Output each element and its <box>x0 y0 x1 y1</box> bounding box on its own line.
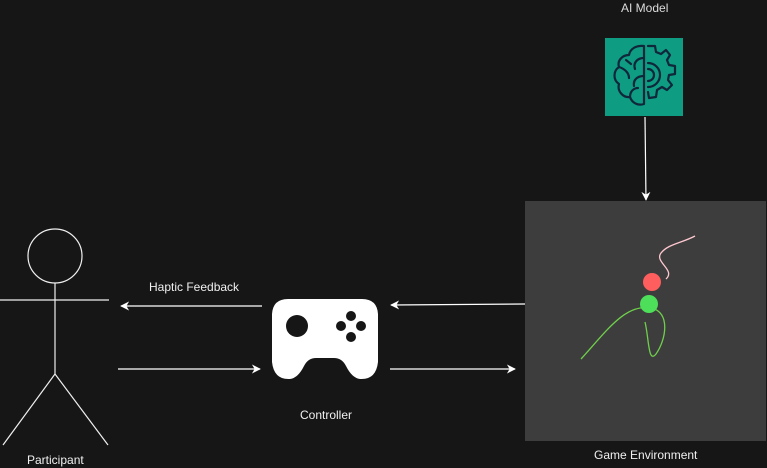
arrow-game-to-controller <box>390 300 526 310</box>
stick-figure-icon <box>0 228 109 446</box>
controller-label: Controller <box>300 408 353 422</box>
red-ball-trail <box>658 235 696 280</box>
green-ball <box>640 295 658 313</box>
ai-model-label: AI Model <box>621 1 669 15</box>
green-ball-trail <box>580 306 666 360</box>
ai-brain-gear-icon <box>613 44 677 106</box>
game-environment-label: Game Environment <box>594 448 698 462</box>
haptic-feedback-label: Haptic Feedback <box>149 280 240 294</box>
arrow-ai-to-game <box>641 116 651 201</box>
game-environment-node[interactable] <box>525 201 766 441</box>
participant-node[interactable] <box>0 228 109 446</box>
participant-label: Participant <box>27 453 84 467</box>
gamepad-icon[interactable] <box>272 299 378 380</box>
ai-model-node[interactable] <box>605 38 683 116</box>
red-ball <box>643 273 661 291</box>
